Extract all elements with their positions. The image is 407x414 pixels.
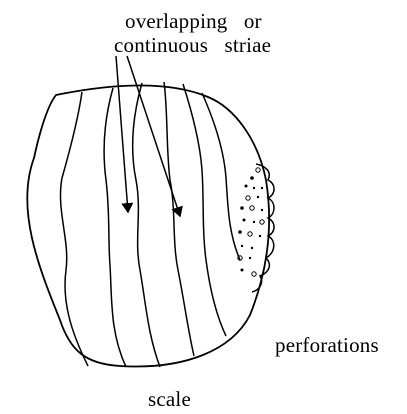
stria-line [60,92,88,366]
striae-label-line2: continuous striae [114,34,271,56]
arrow-to-stria [127,56,180,216]
arrow-to-stria [116,56,128,212]
striae-label-line1: overlapping or [125,10,262,32]
stria-line [202,93,240,260]
stria-line [133,83,160,367]
perforation-dots [238,168,264,276]
scale-label: scale [148,388,191,410]
stria-line [183,84,226,336]
stria-line [104,88,126,367]
perforations-label: perforations [275,334,379,356]
stria-line [164,82,194,356]
